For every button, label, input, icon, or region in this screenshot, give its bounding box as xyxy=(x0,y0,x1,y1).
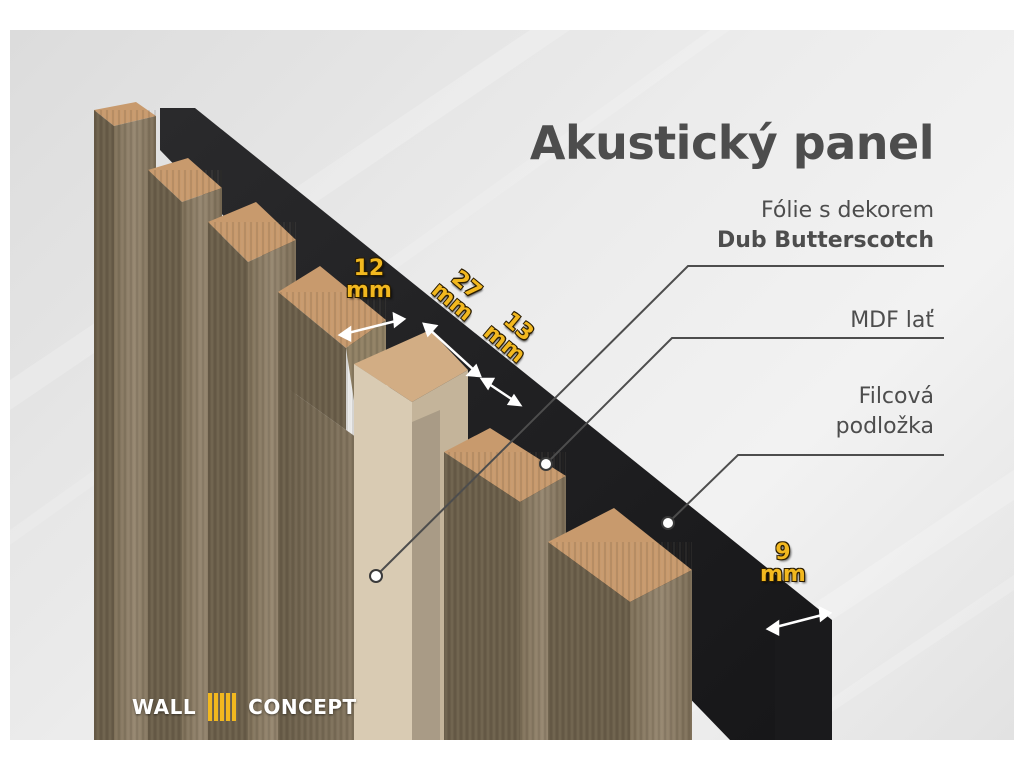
slat-1 xyxy=(94,102,156,740)
logo-text-right: CONCEPT xyxy=(248,695,357,719)
logo-text-left: WALL xyxy=(132,695,197,719)
dimension-slat-width-unit: mm xyxy=(346,278,392,303)
label-folie: Fólie s dekorem Dub Butterscotch xyxy=(717,196,934,256)
dimension-slat-width-value: 12 xyxy=(353,256,385,281)
dimension-felt-thickness-unit: mm xyxy=(760,562,806,587)
label-filc-line2: podložka xyxy=(835,414,934,439)
label-mdf: MDF lať xyxy=(850,308,934,333)
leader-mdf xyxy=(545,337,944,465)
slat-6 xyxy=(548,508,692,740)
dimension-felt-thickness-value: 9 xyxy=(775,540,791,565)
dimension-arrows xyxy=(337,311,833,637)
panel-drawing xyxy=(10,30,1014,740)
logo-bars-icon xyxy=(208,693,237,721)
product-illustration: Akustický panel Fólie s dekorem Dub Butt… xyxy=(10,30,1014,740)
page-title: Akustický panel xyxy=(529,116,935,170)
leader-folie xyxy=(375,265,944,577)
leader-lines xyxy=(375,265,944,577)
dimension-slat-width: 12 mm xyxy=(346,258,392,302)
leader-dots xyxy=(369,457,675,583)
label-folie-line2: Dub Butterscotch xyxy=(716,228,934,253)
brand-logo: WALL CONCEPT xyxy=(132,693,357,721)
label-filc-line1: Filcová xyxy=(858,384,934,409)
leader-filc xyxy=(667,454,944,524)
slat-5 xyxy=(444,428,566,740)
label-folie-line1: Fólie s dekorem xyxy=(761,198,934,223)
dimension-felt-thickness: 9 mm xyxy=(760,542,806,586)
label-filc: Filcová podložka xyxy=(836,382,934,442)
